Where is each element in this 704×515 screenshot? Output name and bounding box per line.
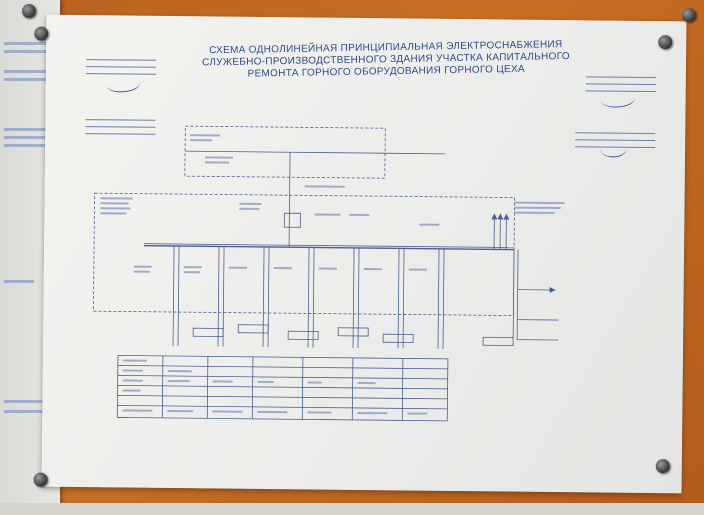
bottom-paper-strip: [0, 503, 704, 515]
schematic-poster: СХЕМА ОДНОЛИНЕЙНАЯ ПРИНЦИПИАЛЬНАЯ ЭЛЕКТР…: [33, 14, 687, 494]
push-pin-wall-right: [682, 8, 696, 22]
push-pin-bottom-right: [655, 459, 670, 474]
main-busbar: [144, 244, 515, 251]
single-line-diagram: [92, 125, 565, 422]
feeder-lines: [172, 246, 445, 349]
push-pin-top-right: [658, 35, 673, 50]
equipment-table: [116, 355, 449, 422]
push-pin-bottom-left: [33, 472, 48, 487]
push-pin-wall-top: [22, 4, 36, 18]
main-panel-box: [92, 192, 516, 316]
push-pin-top-left: [34, 26, 49, 41]
